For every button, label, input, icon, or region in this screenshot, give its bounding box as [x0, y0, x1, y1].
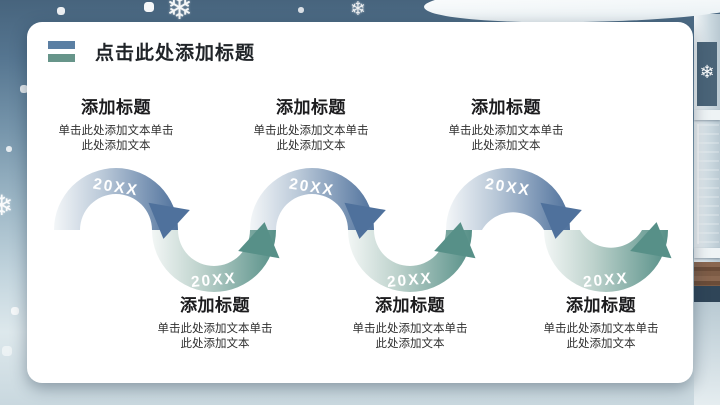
step-body[interactable]: 单击此处添加文本单击此处添加文本	[253, 125, 369, 153]
timeline-step: 添加标题 单击此处添加文本单击此处添加文本	[516, 291, 686, 352]
step-body[interactable]: 单击此处添加文本单击此处添加文本	[58, 125, 174, 153]
timeline-step: 添加标题 单击此处添加文本单击此处添加文本	[130, 291, 300, 352]
wood-ledge	[694, 262, 720, 286]
step-title[interactable]: 添加标题	[81, 98, 151, 117]
accent-bar-green	[48, 54, 75, 62]
step-body[interactable]: 单击此处添加文本单击此处添加文本	[157, 323, 273, 351]
arrow-up-icon	[630, 222, 672, 259]
year-label[interactable]: 20XX	[190, 270, 237, 291]
timeline-arc-4	[348, 230, 472, 292]
window-panel	[697, 124, 719, 244]
window-panel: ❄	[697, 42, 717, 106]
year-label[interactable]: 20XX	[288, 176, 336, 200]
arrow-up-icon	[238, 222, 280, 259]
accent-bar-blue	[48, 41, 75, 49]
timeline-arc-5	[446, 168, 570, 230]
snowflake-icon: ❄	[166, 0, 193, 26]
window-sill	[694, 110, 720, 120]
window-frame: ❄	[694, 14, 720, 405]
snowflake-icon: ❄	[699, 62, 715, 82]
arrow-down-icon	[540, 202, 582, 239]
step-body[interactable]: 单击此处添加文本单击此处添加文本	[352, 323, 468, 351]
title-accent-bars	[48, 41, 75, 67]
timeline-step: 添加标题 单击此处添加文本单击此处添加文本	[421, 93, 591, 154]
step-title[interactable]: 添加标题	[180, 296, 250, 315]
timeline-arc-2	[152, 230, 276, 292]
timeline-step: 添加标题 单击此处添加文本单击此处添加文本	[226, 93, 396, 154]
step-body[interactable]: 单击此处添加文本单击此处添加文本	[448, 125, 564, 153]
snowflake-icon: ❄	[0, 190, 14, 221]
year-label[interactable]: 20XX	[484, 176, 532, 200]
timeline-step: 添加标题 单击此处添加文本单击此处添加文本	[31, 93, 201, 154]
step-title[interactable]: 添加标题	[471, 98, 541, 117]
window-dark-panel	[694, 286, 720, 302]
year-label[interactable]: 20XX	[386, 270, 433, 291]
timeline-step: 添加标题 单击此处添加文本单击此处添加文本	[325, 291, 495, 352]
step-title[interactable]: 添加标题	[276, 98, 346, 117]
year-label[interactable]: 20XX	[582, 270, 629, 291]
step-title[interactable]: 添加标题	[566, 296, 636, 315]
timeline-arc-3	[250, 168, 374, 230]
snowflake-icon: ❄	[350, 0, 366, 20]
timeline-arc-1	[54, 168, 178, 230]
step-body[interactable]: 单击此处添加文本单击此处添加文本	[543, 323, 659, 351]
window-sill	[694, 248, 720, 258]
frame-snow-base	[694, 302, 720, 405]
year-label[interactable]: 20XX	[92, 176, 140, 200]
slide-title[interactable]: 点击此处添加标题	[95, 43, 256, 64]
arrow-down-icon	[148, 202, 190, 239]
step-title[interactable]: 添加标题	[375, 296, 445, 315]
arrow-down-icon	[344, 202, 386, 239]
arrow-up-icon	[434, 222, 476, 259]
